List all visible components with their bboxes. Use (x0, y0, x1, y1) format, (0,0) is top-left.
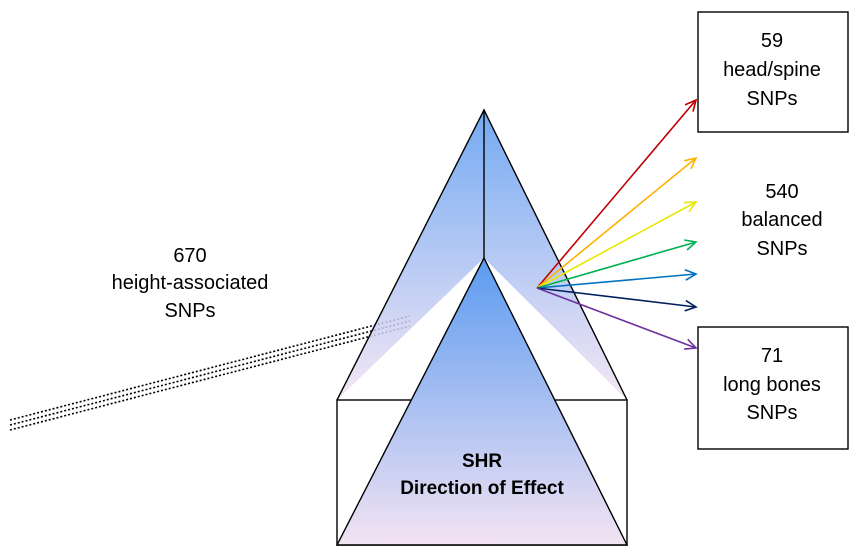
input-label-line1: height-associated (112, 272, 269, 294)
ray-arrowhead-6 (684, 299, 698, 312)
head-spine-label: head/spine (723, 59, 821, 81)
prism (335, 108, 629, 546)
balanced-label: balanced (741, 209, 822, 231)
ray-2 (536, 157, 697, 289)
ray-arrowhead-5 (684, 269, 698, 281)
dispersed-rays (536, 98, 698, 350)
ray-arrowhead-2 (684, 156, 698, 170)
prism-label-line2: Direction of Effect (400, 478, 564, 499)
ray-7 (536, 287, 697, 349)
output-box-long-bones (697, 326, 849, 450)
ray-arrowhead-4 (684, 239, 698, 251)
balanced-snps: SNPs (756, 238, 807, 260)
prism-front-face (337, 258, 627, 545)
ray-3 (536, 201, 697, 289)
long-bones-count: 71 (761, 345, 783, 367)
ray-5 (536, 273, 697, 289)
head-spine-snps: SNPs (746, 88, 797, 110)
input-beam (9, 315, 411, 431)
ray-arrowhead-7 (683, 338, 698, 350)
balanced-count: 540 (765, 181, 798, 203)
head-spine-count: 59 (761, 30, 783, 52)
output-box-head-spine (697, 11, 849, 133)
input-label-line2: SNPs (164, 300, 215, 322)
ray-6 (536, 287, 697, 308)
ray-arrowhead-1 (684, 98, 698, 112)
ray-1 (536, 99, 697, 289)
ray-4 (536, 241, 697, 289)
long-bones-label: long bones (723, 374, 821, 396)
prism-label-line1: SHR (462, 451, 502, 472)
input-count: 670 (173, 245, 206, 267)
long-bones-snps: SNPs (746, 402, 797, 424)
ray-arrowhead-3 (683, 201, 698, 213)
